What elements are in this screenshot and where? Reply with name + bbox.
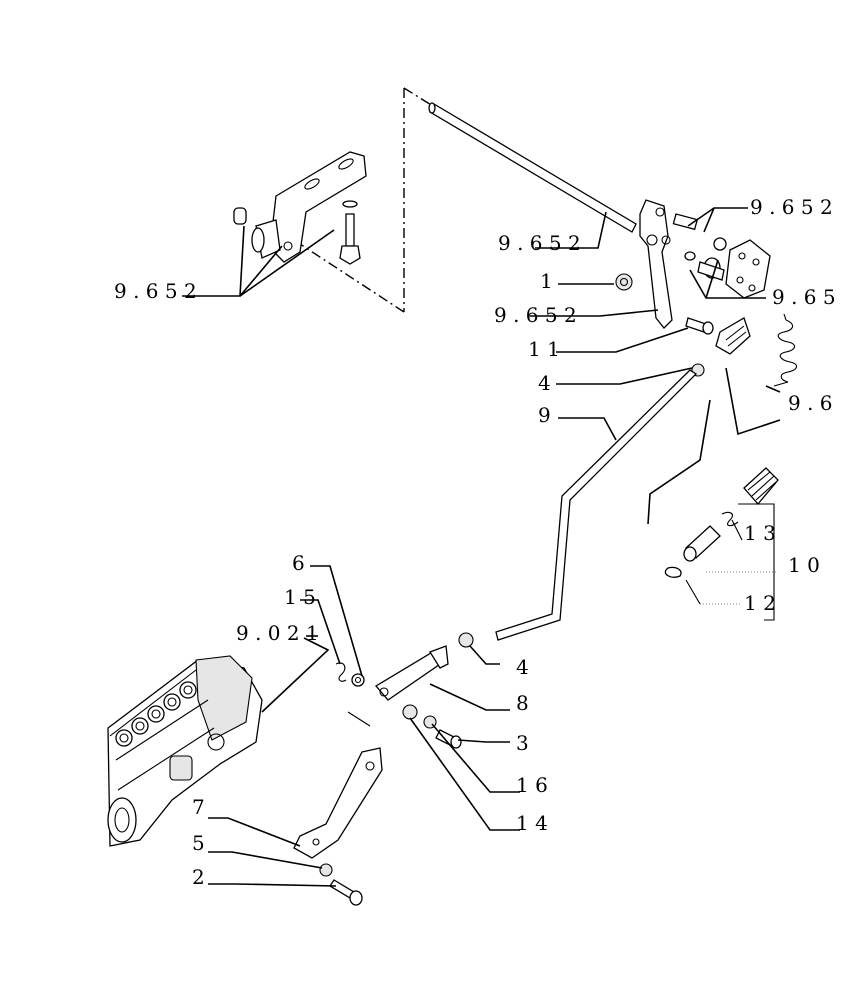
label-part-9: 9 — [538, 403, 551, 427]
ball-joint — [715, 317, 751, 355]
label-part-3: 3 — [516, 731, 529, 755]
washer-5 — [319, 863, 333, 877]
mounting-plate — [684, 239, 771, 299]
label-part-6: 6 — [292, 551, 305, 575]
label-part-1: 1 — [540, 269, 553, 293]
throttle-rod — [428, 102, 637, 233]
ball-joint-group — [664, 467, 779, 578]
reference-frame — [299, 87, 437, 313]
bolt-11 — [685, 317, 714, 335]
leader-lines — [182, 207, 781, 887]
label-ref-9652-rod: 9 . 6 5 2 — [498, 231, 581, 255]
washer-6 — [351, 673, 365, 687]
label-part-2: 2 — [192, 865, 205, 889]
label-ref-9021: 9 . 0 2 1 — [236, 621, 319, 645]
label-ref-96-spring: 9 . 6 — [788, 391, 833, 415]
washer-14 — [402, 704, 418, 720]
label-ref-9652-left: 9 . 6 5 2 — [114, 279, 197, 303]
label-part-14: 1 4 — [516, 811, 548, 835]
label-part-8: 8 — [516, 691, 529, 715]
label-ref-9652-top-right: 9 . 6 5 2 — [750, 195, 833, 219]
injection-pump — [107, 655, 263, 847]
bolt-2 — [329, 879, 363, 906]
return-spring — [773, 313, 798, 387]
clevis-8 — [375, 645, 449, 701]
nut-1 — [615, 273, 633, 291]
label-part-16: 1 6 — [516, 773, 548, 797]
label-ref-9652-arm: 9 . 6 5 2 — [494, 303, 577, 327]
lever-arm — [639, 199, 727, 329]
nut-4-mid — [458, 632, 474, 648]
link-rod-9 — [495, 369, 698, 641]
label-part-5: 5 — [192, 831, 205, 855]
label-part-13: 1 3 — [744, 521, 776, 545]
label-part-4-top: 4 — [538, 371, 551, 395]
callout-labels: 9 . 6 5 2 9 . 6 5 2 9 . 6 5 2 9 . 6 5 9 … — [114, 195, 836, 889]
label-part-7: 7 — [192, 795, 205, 819]
pedal-bracket — [233, 151, 367, 265]
label-ref-965-right: 9 . 6 5 — [772, 285, 836, 309]
label-part-15: 1 5 — [284, 585, 316, 609]
label-part-10: 1 0 — [788, 553, 820, 577]
clip-15 — [335, 662, 347, 682]
label-part-11: 1 1 — [528, 337, 560, 361]
support-bracket-7 — [293, 711, 383, 859]
label-part-12: 1 2 — [744, 591, 776, 615]
label-part-4-mid: 4 — [516, 655, 529, 679]
